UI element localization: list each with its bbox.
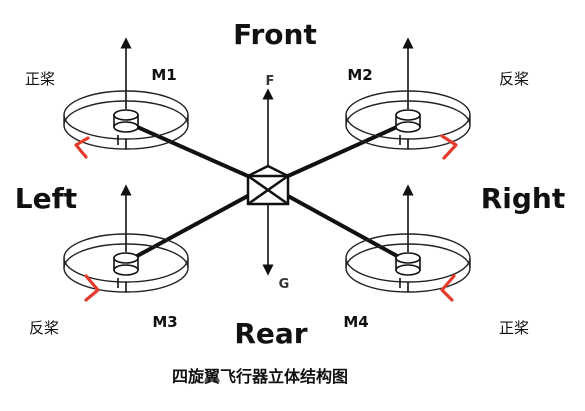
rotor-m3 <box>63 184 189 293</box>
rotation-arrow-m3 <box>84 274 100 302</box>
motor-label-m1: M1 <box>151 66 176 84</box>
arm-m1 <box>124 120 270 187</box>
center-body <box>245 164 291 206</box>
rear-label: Rear <box>234 317 307 350</box>
right-label: Right <box>481 182 566 215</box>
motor-label-m2: M2 <box>347 66 372 84</box>
diagram-caption: 四旋翼飞行器立体结构图 <box>172 367 348 386</box>
rotation-arrow-m2 <box>440 134 458 160</box>
motor-label-m3: M3 <box>152 313 177 331</box>
rotation-arrow-m1 <box>74 136 90 159</box>
left-label: Left <box>15 182 77 215</box>
rotation-arrow-m4 <box>440 274 456 302</box>
arm-m3 <box>124 183 270 264</box>
force-g-label: G <box>279 277 290 292</box>
propeller-type-m2: 反桨 <box>499 70 529 88</box>
motor-label-m4: M4 <box>343 313 368 331</box>
force-f-label: F <box>266 74 275 89</box>
rotor-m4 <box>345 184 471 293</box>
arm-m2 <box>266 120 410 187</box>
propeller-type-m3: 反桨 <box>29 319 59 337</box>
front-label: Front <box>233 18 317 51</box>
propeller-type-m1: 正桨 <box>25 70 55 88</box>
arm-m4 <box>266 183 410 264</box>
propeller-type-m4: 正桨 <box>499 319 529 337</box>
rotor-m2 <box>345 37 471 150</box>
rotor-m1 <box>63 37 189 150</box>
